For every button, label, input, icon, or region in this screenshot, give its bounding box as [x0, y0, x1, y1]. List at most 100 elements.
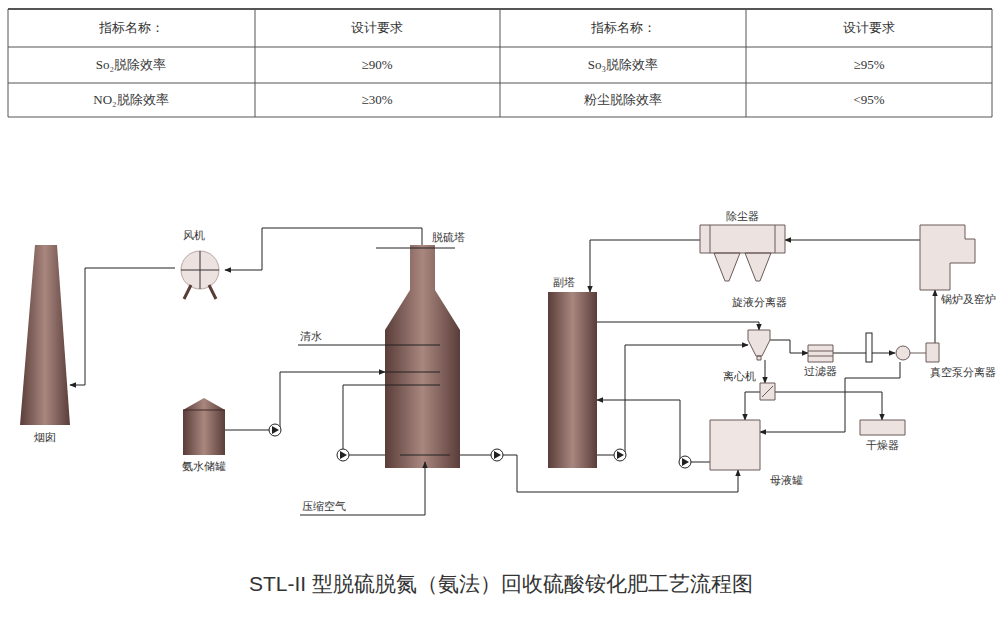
equipment-shape [20, 245, 70, 425]
equipment-label: 离心机 [723, 370, 756, 383]
equipment-detail [808, 351, 833, 356]
recycle-line [349, 455, 385, 456]
equipment-node: 离心机 [760, 383, 775, 400]
equipment-detail [183, 410, 225, 411]
equipment-node: 脱硫塔 [385, 245, 460, 468]
equipment-shape [385, 245, 460, 468]
vacuum-tube [866, 333, 872, 362]
equipment-outline [181, 251, 219, 289]
equipment-outline [385, 245, 460, 468]
equipment-shape [748, 330, 770, 360]
equipment-detail [181, 251, 219, 289]
equipment-label: 脱硫塔 [432, 231, 465, 244]
table-cell: 指标名称： [591, 21, 656, 36]
equipment-label: 真空泵分离器 [930, 366, 996, 379]
equipment-node: 干燥器 [860, 420, 905, 435]
equipment-outline [760, 383, 775, 400]
equipment-node: 过滤器 [808, 345, 833, 362]
equipment-outline [896, 343, 939, 362]
table-rule [992, 9, 993, 117]
equipment-label: 干燥器 [866, 439, 899, 452]
equipment-shape [760, 383, 775, 400]
equipment-shape [710, 420, 760, 470]
equipment-label: 氨水储罐 [182, 460, 226, 473]
equipment-shape [183, 398, 225, 455]
tower-top-line [376, 248, 455, 249]
ammonia-spray-line [385, 372, 440, 373]
table-cell: 指标名称： [99, 21, 164, 36]
equipment-label: 副塔 [553, 276, 575, 289]
diagram-title: STL-II 型脱硫脱氮（氨法）回收硫酸铵化肥工艺流程图 [0, 570, 1002, 598]
table-cell: ≥30% [362, 93, 393, 108]
recycle-line [343, 385, 440, 449]
table-cell: So₂脱除效率 [96, 58, 166, 73]
flow-connector [785, 240, 920, 241]
equipment-outline [920, 225, 975, 290]
equipment-node: 除尘器 [700, 225, 785, 283]
equipment-shape [548, 292, 597, 468]
equipment-outline [548, 292, 597, 468]
flow-connector [765, 360, 766, 383]
pump-mark [494, 451, 501, 459]
equipment-label: 风机 [183, 229, 205, 242]
equipment-outline [748, 330, 770, 360]
table-cell: 设计要求 [351, 21, 403, 36]
flow-connector [590, 240, 700, 292]
equipment-shape [808, 345, 833, 362]
equipment-label: 锅炉及窑炉 [941, 293, 996, 306]
flow-connector [770, 340, 808, 353]
equipment-detail [910, 353, 926, 354]
equipment-node: 母液罐 [710, 420, 760, 470]
equipment-outline [808, 345, 833, 362]
pump-symbol [337, 449, 349, 461]
equipment-outline [860, 420, 905, 435]
pump-mark [682, 458, 689, 466]
equipment-label: 烟囱 [34, 431, 56, 444]
flow-connector [775, 392, 882, 420]
equipment-shape [700, 225, 785, 283]
table-rule [746, 9, 747, 117]
equipment-label: 母液罐 [770, 474, 803, 487]
flow-connector [460, 455, 738, 492]
equipment-node: 氨水储罐 [183, 398, 225, 455]
tower-liquid-level [400, 455, 450, 456]
stream-label: 压缩空气 [302, 500, 346, 513]
table-cell: 设计要求 [843, 21, 895, 36]
equipment-shape [860, 420, 905, 435]
flow-connector [225, 228, 422, 270]
equipment-shape [895, 343, 940, 362]
table-cell: 粉尘脱除效率 [584, 93, 662, 108]
equipment-node: 烟囱 [20, 245, 70, 425]
equipment-label: 除尘器 [726, 210, 759, 223]
pump-mark [340, 451, 347, 459]
stream-label: 清水 [300, 330, 322, 343]
table-cell: NO₂脱除效率 [93, 93, 168, 108]
table-rule [255, 9, 256, 117]
flow-connector [935, 290, 936, 343]
table-cell: ≥95% [854, 58, 885, 73]
pump-symbol [269, 424, 281, 436]
air-line [300, 462, 425, 515]
equipment-node: 真空泵分离器 [895, 343, 940, 362]
equipment-detail [710, 225, 775, 253]
equipment-node: 锅炉及窑炉 [920, 225, 975, 290]
equipment-outline [710, 420, 760, 470]
table-cell: ≥90% [362, 58, 393, 73]
equipment-label: 旋液分离器 [732, 296, 787, 309]
table-cell: <95% [853, 93, 884, 108]
table-cell: So₃脱除效率 [588, 58, 658, 73]
equipment-node: 旋液分离器 [748, 330, 770, 360]
table-rule [8, 9, 9, 117]
equipment-node: 风机 [175, 245, 225, 300]
pump-symbol [614, 449, 626, 461]
pump-symbol [491, 449, 503, 461]
equipment-label: 过滤器 [804, 365, 837, 378]
equipment-detail [184, 285, 216, 299]
table-rule [500, 9, 501, 117]
flow-connector [745, 392, 760, 420]
equipment-node: 副塔 [548, 292, 597, 468]
flow-connector [597, 322, 759, 330]
flow-connector [833, 353, 895, 354]
pump-mark [272, 426, 279, 434]
